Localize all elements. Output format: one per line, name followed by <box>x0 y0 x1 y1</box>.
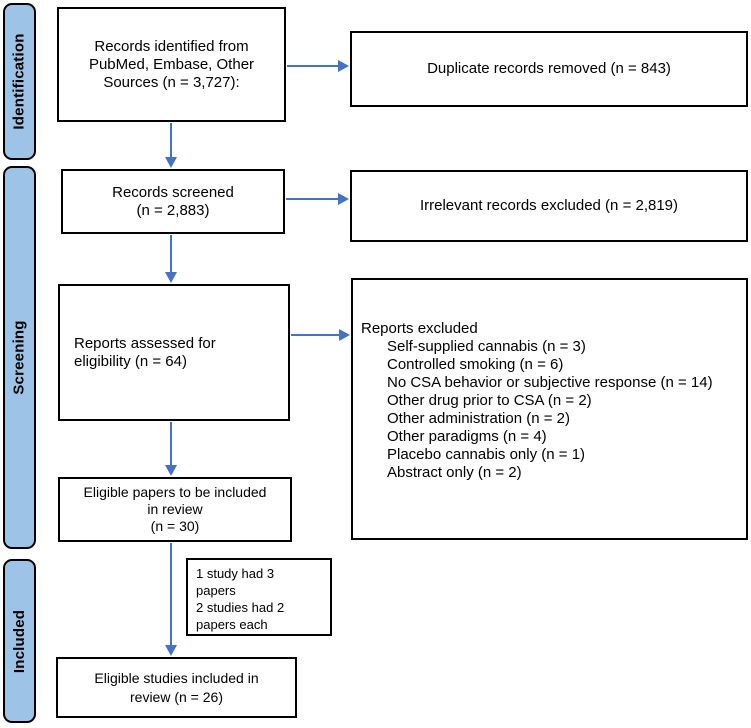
arrow-identified-to-screened <box>165 123 176 168</box>
arrow-screened-to-irrelevant <box>286 193 349 204</box>
stage-identification: Identification <box>3 3 36 160</box>
stage-screening: Screening <box>3 166 36 549</box>
box-eligible-studies: Eligible studies included in review (n =… <box>56 657 297 718</box>
reports-excluded-item: Other drug prior to CSA (n = 2) <box>387 392 592 409</box>
stage-included-label: Included <box>11 609 28 673</box>
arrow-assessed-to-excluded <box>291 329 350 340</box>
box-records-screened: Records screened (n = 2,883) <box>61 169 285 234</box>
arrow-identified-to-duplicates <box>287 60 349 71</box>
arrow-screened-to-assessed <box>165 235 176 283</box>
box-reports-excluded: Reports excluded Self-supplied cannabis … <box>351 278 748 540</box>
stage-identification-label: Identification <box>11 33 29 130</box>
box-study-paper-note: 1 study had 3 papers 2 studies had 2 pap… <box>186 558 332 636</box>
stage-included: Included <box>3 559 36 723</box>
box-irrelevant-records-excluded: Irrelevant records excluded (n = 2,819) <box>350 170 748 242</box>
box-eligible-papers: Eligible papers to be included in review… <box>58 477 292 542</box>
reports-excluded-item: Placebo cannabis only (n = 1) <box>387 446 586 463</box>
arrow-assessed-to-eligible-papers <box>165 422 176 476</box>
box-duplicate-records-removed: Duplicate records removed (n = 843) <box>350 31 748 107</box>
reports-excluded-item: Controlled smoking (n = 6) <box>387 356 564 373</box>
reports-excluded-heading: Reports excluded <box>361 320 478 337</box>
reports-excluded-item: Abstract only (n = 2) <box>387 464 522 481</box>
reports-excluded-item: No CSA behavior or subjective response (… <box>387 374 713 391</box>
reports-excluded-item: Other administration (n = 2) <box>387 410 570 427</box>
stage-screening-label: Screening <box>11 320 29 395</box>
box-records-identified: Records identified from PubMed, Embase, … <box>57 7 286 122</box>
reports-excluded-item: Other paradigms (n = 4) <box>387 428 547 445</box>
arrow-eligible-papers-to-eligible-studies <box>165 543 176 656</box>
reports-excluded-item: Self-supplied cannabis (n = 3) <box>387 338 586 355</box>
box-reports-assessed: Reports assessed for eligibility (n = 64… <box>58 284 290 421</box>
